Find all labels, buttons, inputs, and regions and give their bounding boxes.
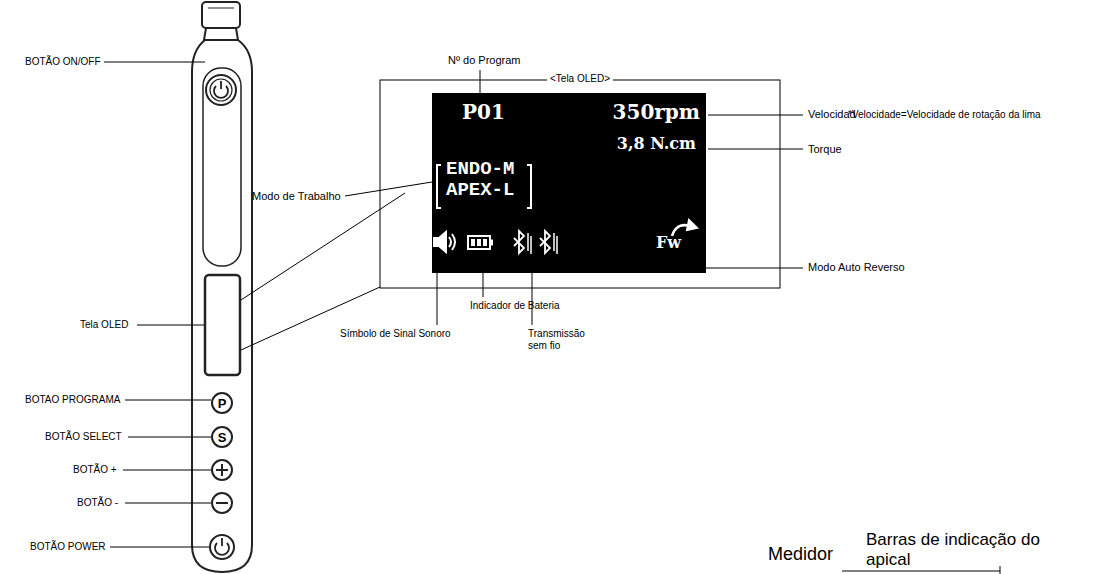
oled-screen: [432, 93, 706, 273]
callout-label: Modo Auto Reverso: [808, 261, 905, 274]
callout-label: BOTÃO POWER: [30, 541, 106, 553]
screen-text: P01: [462, 101, 505, 123]
callout-label: Transmissão sem fio: [528, 328, 603, 351]
callout-label: Nº do Program: [448, 54, 521, 67]
callout-label: Símbolo de Sinal Sonoro: [340, 328, 451, 340]
callout-label: BOTÃO -: [77, 497, 118, 509]
callout-label: Medidor: [768, 544, 833, 565]
callout-label: Modo de Trabalho: [252, 190, 341, 203]
handpiece: [192, 2, 252, 572]
screen-text: 3,8 N.cm: [617, 135, 696, 153]
callout-label: BOTÃO SELECT: [45, 431, 122, 443]
panel-title: <Tela OLED>: [547, 73, 613, 84]
zoom-panel: <Tela OLED>P01350rpm3,8 N.cmENDO-M APEX-…: [380, 80, 780, 288]
callout-label: BOTAO PROGRAMA: [25, 394, 120, 406]
oled-display: P01 350rpm 3,8 N.cmENDO-M APEX-L Fw: [432, 93, 706, 273]
callout-label: Barras de indicação do apical: [866, 530, 1076, 569]
callout-label: *Velocidade=Velocidade de rotação da lim…: [848, 109, 1041, 121]
screen-text: Fw: [656, 234, 681, 252]
callout-label: BOTÃO ON/OFF: [25, 56, 101, 68]
button-letter: S: [218, 431, 227, 444]
leader-lines: [104, 62, 1000, 574]
zoom-frame: [380, 80, 780, 288]
screen-text: ENDO-M APEX-L: [446, 159, 526, 201]
callout-label: Indicador de Bateria: [470, 300, 560, 312]
callout-label: BOTÃO +: [73, 464, 117, 476]
callout-label: Tela OLED: [80, 319, 128, 331]
callout-label: Torque: [808, 143, 842, 156]
screen-text: 350rpm: [613, 101, 700, 123]
button-letter: P: [218, 397, 227, 410]
